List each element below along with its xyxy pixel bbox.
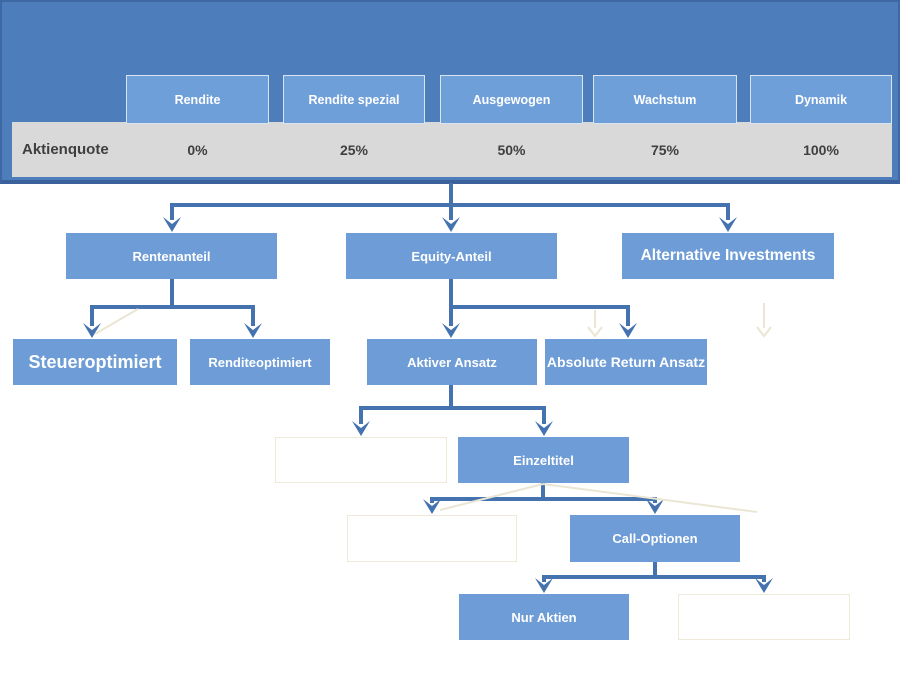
arrowhead-renditeoptimiert	[244, 323, 262, 338]
arrowhead-equity	[442, 217, 460, 232]
quota-value-75: 75%	[650, 141, 680, 158]
ghost-arrow-alternative	[756, 303, 772, 338]
tab-ausgewogen[interactable]: Ausgewogen	[440, 75, 583, 124]
arrowhead-steueroptimiert	[83, 323, 101, 338]
ghost-diagonal-steuer	[94, 308, 139, 335]
tab-rendite[interactable]: Rendite	[126, 75, 269, 124]
quota-value-50: 50%	[497, 141, 526, 158]
node-renditeoptimiert: Renditeoptimiert	[190, 339, 330, 385]
node-einzeltitel: Einzeltitel	[458, 437, 629, 483]
aktienquote-bar	[12, 122, 892, 177]
connector-root	[170, 183, 730, 220]
arrowhead-nur-aktien	[535, 578, 553, 593]
connector-equity	[449, 279, 630, 326]
arrowhead-absolute-return	[619, 323, 637, 338]
node-call-optionen: Call-Optionen	[570, 515, 740, 562]
aktienquote-label: Aktienquote	[22, 141, 109, 158]
node-nur-aktien: Nur Aktien	[459, 594, 629, 640]
tab-wachstum[interactable]: Wachstum	[593, 75, 737, 124]
ghost-diagonal-left	[439, 483, 544, 511]
arrowhead-rentenanteil	[163, 217, 181, 232]
quota-value-100: 100%	[803, 141, 839, 158]
quota-value-0: 0%	[187, 141, 208, 158]
ghost-arrow-absolute	[587, 310, 603, 338]
node-steueroptimiert: Steueroptimiert	[13, 339, 177, 385]
arrowhead-empty-3	[755, 578, 773, 593]
arrowhead-aktiver-ansatz	[442, 323, 460, 338]
node-absolute-return-ansatz: Absolute Return Ansatz	[545, 339, 707, 385]
ghost-diagonal-right	[542, 483, 758, 513]
node-rentenanteil: Rentenanteil	[66, 233, 277, 279]
connector-rentenanteil	[90, 279, 255, 326]
connector-call-optionen	[542, 561, 766, 582]
node-aktiver-ansatz: Aktiver Ansatz	[367, 339, 537, 385]
arrowhead-empty-2	[423, 499, 441, 514]
tab-rendite-spezial[interactable]: Rendite spezial	[283, 75, 425, 124]
quota-value-25: 25%	[339, 141, 369, 158]
node-placeholder-3	[678, 594, 850, 640]
node-alternative-investments: Alternative Investments	[622, 233, 834, 279]
arrowhead-empty-1	[352, 421, 370, 436]
arrowhead-call-optionen	[646, 499, 664, 514]
connector-einzeltitel	[430, 483, 657, 503]
node-equity-anteil: Equity-Anteil	[346, 233, 557, 279]
node-placeholder-1	[275, 437, 447, 483]
arrowhead-einzeltitel	[535, 421, 553, 436]
tab-dynamik[interactable]: Dynamik	[750, 75, 892, 124]
connector-aktiver-ansatz	[359, 385, 546, 424]
arrowhead-alternative	[719, 217, 737, 232]
node-placeholder-2	[347, 515, 517, 562]
